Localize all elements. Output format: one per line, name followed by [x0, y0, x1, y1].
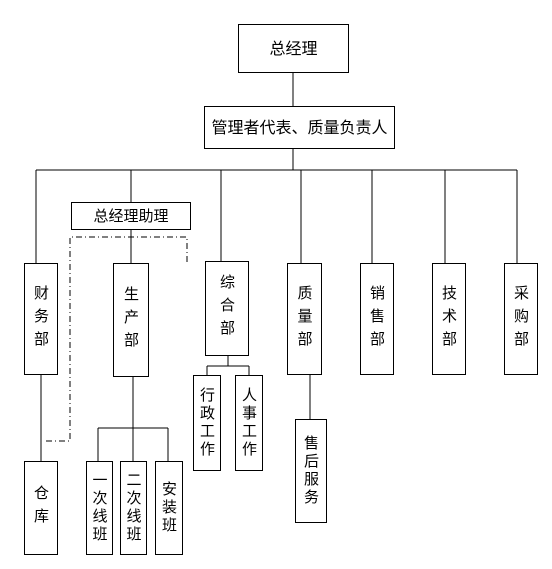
line-one-team-label: 一次线班	[90, 472, 109, 544]
general-affairs-dept-box: 综合部	[205, 261, 249, 356]
admin-work-label: 行政工作	[198, 387, 216, 459]
gm-assistant-label: 总经理助理	[93, 207, 169, 225]
assistant-scope-dashdot-line	[46, 236, 188, 442]
general-manager-label: 总经理	[269, 38, 318, 58]
sales-dept-box: 销售部	[360, 263, 394, 375]
sales-dept-label: 销售部	[368, 284, 386, 354]
finance-dept-box: 财务部	[24, 263, 58, 375]
quality-dept-label: 质量部	[295, 284, 314, 354]
line-one-team-box: 一次线班	[86, 461, 113, 555]
after-sales-box: 售后服务	[295, 419, 327, 523]
technology-dept-label: 技术部	[440, 284, 458, 354]
hr-work-box: 人事工作	[235, 375, 263, 471]
warehouse-box: 仓库	[24, 461, 58, 555]
after-sales-label: 售后服务	[302, 435, 320, 507]
purchasing-dept-box: 采购部	[504, 263, 538, 375]
technology-dept-box: 技术部	[432, 263, 466, 375]
hr-work-label: 人事工作	[240, 387, 258, 459]
general-affairs-dept-label: 综合部	[218, 274, 236, 343]
admin-work-box: 行政工作	[193, 375, 221, 471]
finance-dept-label: 财务部	[32, 284, 50, 354]
quality-dept-box: 质量部	[287, 263, 322, 375]
management-rep-label: 管理者代表、质量负责人	[211, 117, 388, 137]
warehouse-label: 仓库	[32, 485, 50, 531]
production-dept-label: 生产部	[122, 285, 140, 355]
install-team-label: 安装班	[160, 481, 178, 535]
production-dept-box: 生产部	[113, 263, 149, 377]
install-team-box: 安装班	[155, 461, 183, 555]
gm-assistant-box: 总经理助理	[71, 202, 191, 230]
line-two-team-label: 二次线班	[124, 472, 143, 544]
line-two-team-box: 二次线班	[120, 461, 147, 555]
general-manager-box: 总经理	[238, 24, 349, 73]
purchasing-dept-label: 采购部	[512, 284, 530, 354]
management-rep-box: 管理者代表、质量负责人	[204, 106, 395, 149]
